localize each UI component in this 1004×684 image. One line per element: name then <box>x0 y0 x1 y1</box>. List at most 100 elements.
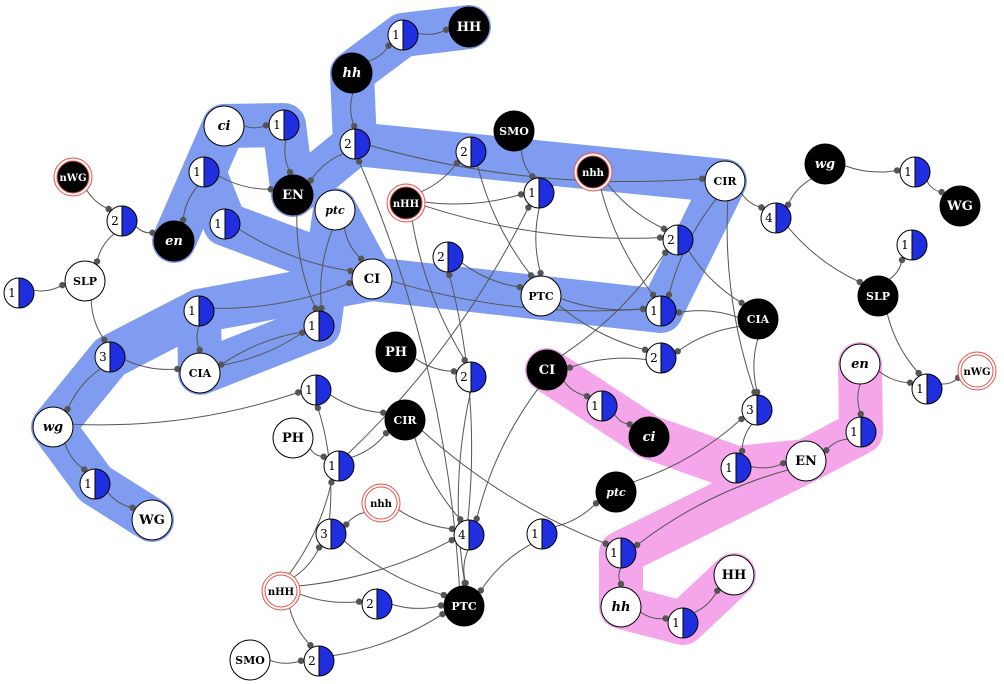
node-label: 1 <box>84 477 92 491</box>
edge-arrow-dot <box>915 369 922 377</box>
node-label: 1 <box>392 28 400 42</box>
edge-nHH2-g2i <box>288 605 311 646</box>
edge-CIA1-g1j <box>218 332 303 367</box>
edge-CI2-g4b <box>476 387 539 519</box>
edge-CIA2-g2g <box>677 325 740 352</box>
edge-arrow-dot <box>307 177 314 184</box>
edge-arrow-dot <box>537 269 544 277</box>
node-EN2: EN <box>785 440 827 482</box>
edge-g2f-PTC2 <box>457 391 472 584</box>
edge-nHH2-g4b <box>297 539 452 587</box>
edge-PTC2-g2a <box>358 161 460 587</box>
node-EN1: EN <box>272 174 314 216</box>
edge-g3a-wg2 <box>67 368 101 410</box>
edge-ptc2-g3b <box>633 418 742 483</box>
node-label: CIR <box>713 175 737 188</box>
node-g1b: 1 <box>268 109 300 141</box>
node-g2b: 2 <box>455 136 487 168</box>
edge-arrow-dot <box>439 610 446 618</box>
edge-arrow-dot <box>738 299 745 307</box>
edge-nHH1-g1g <box>422 193 522 205</box>
node-g1a: 1 <box>387 19 419 51</box>
node-g3b: 3 <box>741 394 773 426</box>
node-label: 1 <box>328 459 336 473</box>
node-label: PH <box>385 345 407 360</box>
node-HH1: HH <box>448 6 490 48</box>
node-SMO2: SMO <box>229 639 271 681</box>
edge-arrow-dot <box>448 525 456 533</box>
edge-arrow-dot <box>343 521 350 528</box>
node-hh1: hh <box>331 52 373 94</box>
node-PTC1: PTC <box>520 275 562 317</box>
edge-arrow-dot <box>448 536 455 544</box>
edge-SLP2-g1l <box>886 313 919 374</box>
node-HH2: HH <box>713 554 755 596</box>
edge-g1o-g1g <box>347 207 529 455</box>
edge-arrow-dot <box>583 392 591 400</box>
edge-arrow-dot <box>380 409 387 416</box>
edge-arrow-dot <box>738 447 746 455</box>
node-label: PTC <box>451 600 476 613</box>
edge-CI2-g2d <box>560 252 666 357</box>
node-label: nHH <box>268 587 294 598</box>
node-g2a: 2 <box>339 128 371 160</box>
node-label: 4 <box>458 528 466 542</box>
edge-arrow-dot <box>660 225 668 232</box>
edge-SLP2-g1k <box>888 259 903 280</box>
node-SLP2: SLP <box>857 275 899 317</box>
node-g2h: 2 <box>361 588 393 620</box>
node-label: ci <box>643 430 656 445</box>
edges <box>33 26 962 664</box>
edge-arrow-dot <box>315 544 323 551</box>
edge-arrow-dot <box>674 348 681 355</box>
edge-arrow-dot <box>437 602 445 609</box>
node-label: hh <box>612 600 631 615</box>
node-label: 2 <box>308 654 316 668</box>
node-g1r: 1 <box>79 468 111 500</box>
node-g1f: 1 <box>3 277 35 309</box>
node-nhh2: nhh <box>361 483 401 523</box>
node-label: 1 <box>531 527 539 541</box>
node-label: 2 <box>366 597 374 611</box>
edge-arrow-dot <box>592 500 600 507</box>
edge-g1d-CI1 <box>238 228 351 272</box>
edge-g2i-PTC2 <box>332 613 443 657</box>
node-label: nhh <box>370 499 393 510</box>
edge-arrow-dot <box>149 229 156 236</box>
edge-arrow-dot <box>101 336 108 344</box>
edge-nhh1-g1h <box>599 187 654 296</box>
node-label: SMO <box>499 125 529 138</box>
edge-g2a-EN1 <box>310 153 344 181</box>
edge-arrow-dot <box>698 175 706 182</box>
node-label: EN <box>795 454 817 469</box>
node-label: wg <box>43 420 63 435</box>
edge-arrow-dot <box>626 421 634 428</box>
node-wg1: wg <box>804 143 846 185</box>
edge-wg2-g1m <box>72 392 299 426</box>
edge-CIR1-g4a <box>740 192 762 208</box>
edge-ptc1-g1j <box>320 229 333 309</box>
edge-arrow-dot <box>59 281 66 289</box>
edge-g1o-CIR2 <box>351 432 387 458</box>
edge-arrow-dot <box>453 159 461 167</box>
node-SMO1: SMO <box>493 110 535 152</box>
node-label: 4 <box>765 211 773 225</box>
node-CI1: CI <box>351 258 393 300</box>
node-label: en <box>851 357 869 372</box>
edge-arrow-dot <box>286 168 294 176</box>
edge-arrow-dot <box>617 580 625 588</box>
edge-arrow-dot <box>64 405 71 413</box>
edge-arrow-dot <box>641 346 649 353</box>
edge-arrow-dot <box>355 598 363 605</box>
edge-arrow-dot <box>355 158 363 165</box>
node-label: PH <box>282 431 304 446</box>
edge-arrow-dot <box>517 191 525 198</box>
edge-arrow-dot <box>346 279 353 287</box>
edge-arrow-dot <box>906 379 914 386</box>
edge-arrow-dot <box>351 122 358 130</box>
node-g4a: 4 <box>760 202 792 234</box>
node-label: HH <box>457 20 482 35</box>
edge-arrow-dot <box>602 540 609 547</box>
node-g1s: 1 <box>526 518 558 550</box>
